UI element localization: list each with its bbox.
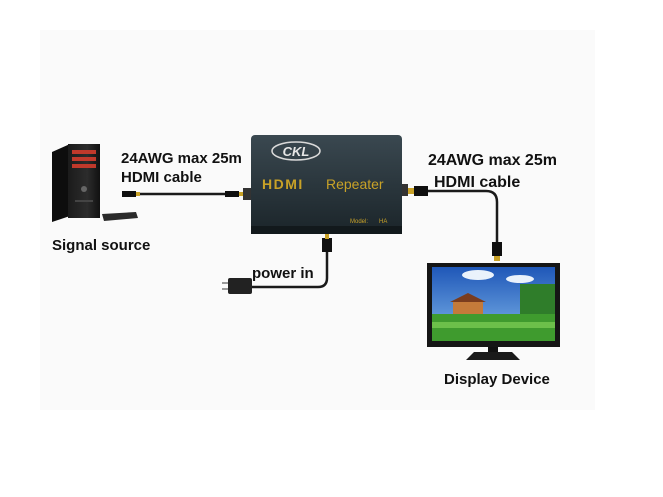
left-cable-spec: 24AWG max 25m	[121, 150, 242, 167]
right-cable-type: HDMI cable	[434, 174, 521, 191]
repeater-model-label: Model:	[350, 219, 368, 225]
signal-source-label: Signal source	[52, 237, 151, 254]
repeater-logo-text: CKL	[283, 144, 310, 159]
computer-tower-icon	[52, 144, 100, 222]
repeater-brand-text: HDMI	[262, 176, 304, 192]
power-adapter-icon	[222, 234, 332, 294]
left-cable-type: HDMI cable	[121, 169, 202, 186]
right-cable-spec: 24AWG max 25m	[428, 152, 557, 169]
monitor-icon	[427, 263, 560, 360]
repeater-product-text: Repeater	[326, 176, 384, 192]
hdmi-repeater-device	[243, 135, 408, 234]
display-device-label: Display Device	[444, 371, 550, 388]
right-hdmi-cable	[408, 186, 502, 261]
brand-logo-icon	[271, 141, 321, 161]
power-in-label: power in	[252, 265, 314, 282]
left-hdmi-cable	[122, 191, 243, 197]
keyboard-icon	[102, 212, 138, 221]
repeater-model-value: HA	[379, 219, 387, 225]
